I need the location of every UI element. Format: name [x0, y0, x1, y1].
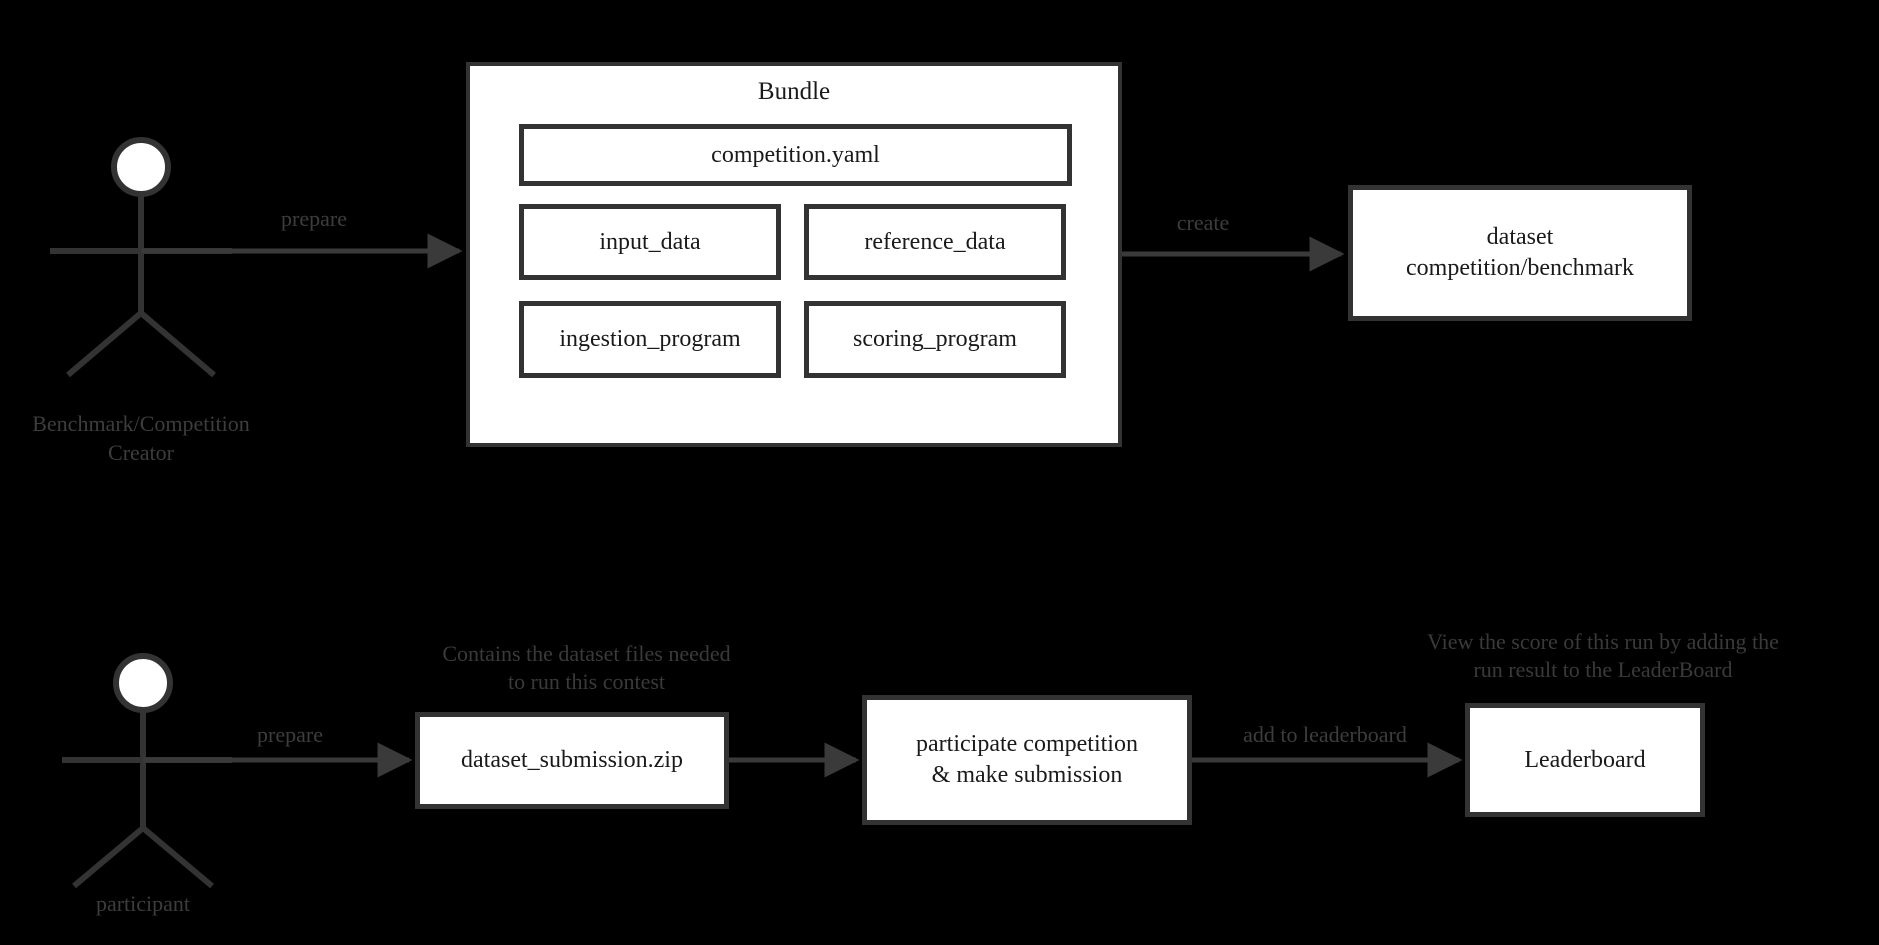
submission-note-line1: Contains the dataset files needed	[442, 641, 731, 666]
bundle-item-ingestion-program-label: ingestion_program	[559, 326, 741, 352]
dataset-submission-zip-node[interactable]: dataset_submission.zip	[415, 712, 729, 809]
bundle-title: Bundle	[757, 78, 831, 105]
edge-label-prepare-bottom: prepare	[257, 722, 323, 747]
dataset-submission-zip-label: dataset_submission.zip	[461, 747, 683, 774]
dataset-competition-benchmark-label-line2: competition/benchmark	[1406, 255, 1634, 281]
creator-actor-label: Benchmark/Competition Creator	[10, 410, 272, 467]
participant-stick-figure	[62, 653, 232, 889]
bundle-item-competition-yaml-label: competition.yaml	[711, 141, 880, 168]
edge-label-add-to-leaderboard: add to leaderboard	[1243, 722, 1407, 747]
dataset-competition-benchmark-label-line1: dataset	[1486, 224, 1554, 251]
creator-actor-label-line2: Creator	[108, 439, 174, 465]
bundle-item-competition-yaml[interactable]: competition.yaml	[519, 124, 1072, 186]
participate-competition-node[interactable]: participate competition & make submissio…	[862, 695, 1192, 825]
participant-actor-label-line1: participant	[95, 891, 191, 916]
leaderboard-node[interactable]: Leaderboard	[1465, 703, 1705, 817]
creator-actor-label-line1: Benchmark/Competition	[32, 411, 250, 436]
participate-competition-label-line2: & make submission	[931, 762, 1123, 788]
bundle-item-scoring-program-label: scoring_program	[853, 326, 1017, 352]
bundle-item-reference-data[interactable]: reference_data	[804, 204, 1066, 280]
submission-note-line2: to run this contest	[507, 668, 666, 694]
bundle-item-scoring-program[interactable]: scoring_program	[804, 301, 1066, 378]
bundle-item-input-data[interactable]: input_data	[519, 204, 781, 280]
bundle-item-reference-data-label: reference_data	[864, 228, 1006, 255]
participate-competition-label-line1: participate competition	[916, 731, 1138, 758]
bundle-item-ingestion-program[interactable]: ingestion_program	[519, 301, 781, 378]
leaderboard-note-line2: run result to the LeaderBoard	[1473, 656, 1733, 682]
leaderboard-note: View the score of this run by adding the…	[1388, 628, 1818, 683]
leaderboard-label: Leaderboard	[1524, 746, 1646, 773]
edge-label-create: create	[1176, 210, 1230, 235]
bundle-item-input-data-label: input_data	[599, 228, 701, 255]
participant-actor-label: participant	[43, 890, 243, 919]
creator-stick-figure	[50, 137, 232, 378]
edge-label-prepare-top: prepare	[281, 206, 347, 231]
dataset-competition-benchmark-node[interactable]: dataset competition/benchmark	[1348, 185, 1692, 321]
leaderboard-note-line1: View the score of this run by adding the	[1427, 629, 1779, 654]
submission-note: Contains the dataset files needed to run…	[414, 640, 759, 695]
bundle-container[interactable]: Bundle competition.yaml input_data refer…	[466, 62, 1122, 447]
